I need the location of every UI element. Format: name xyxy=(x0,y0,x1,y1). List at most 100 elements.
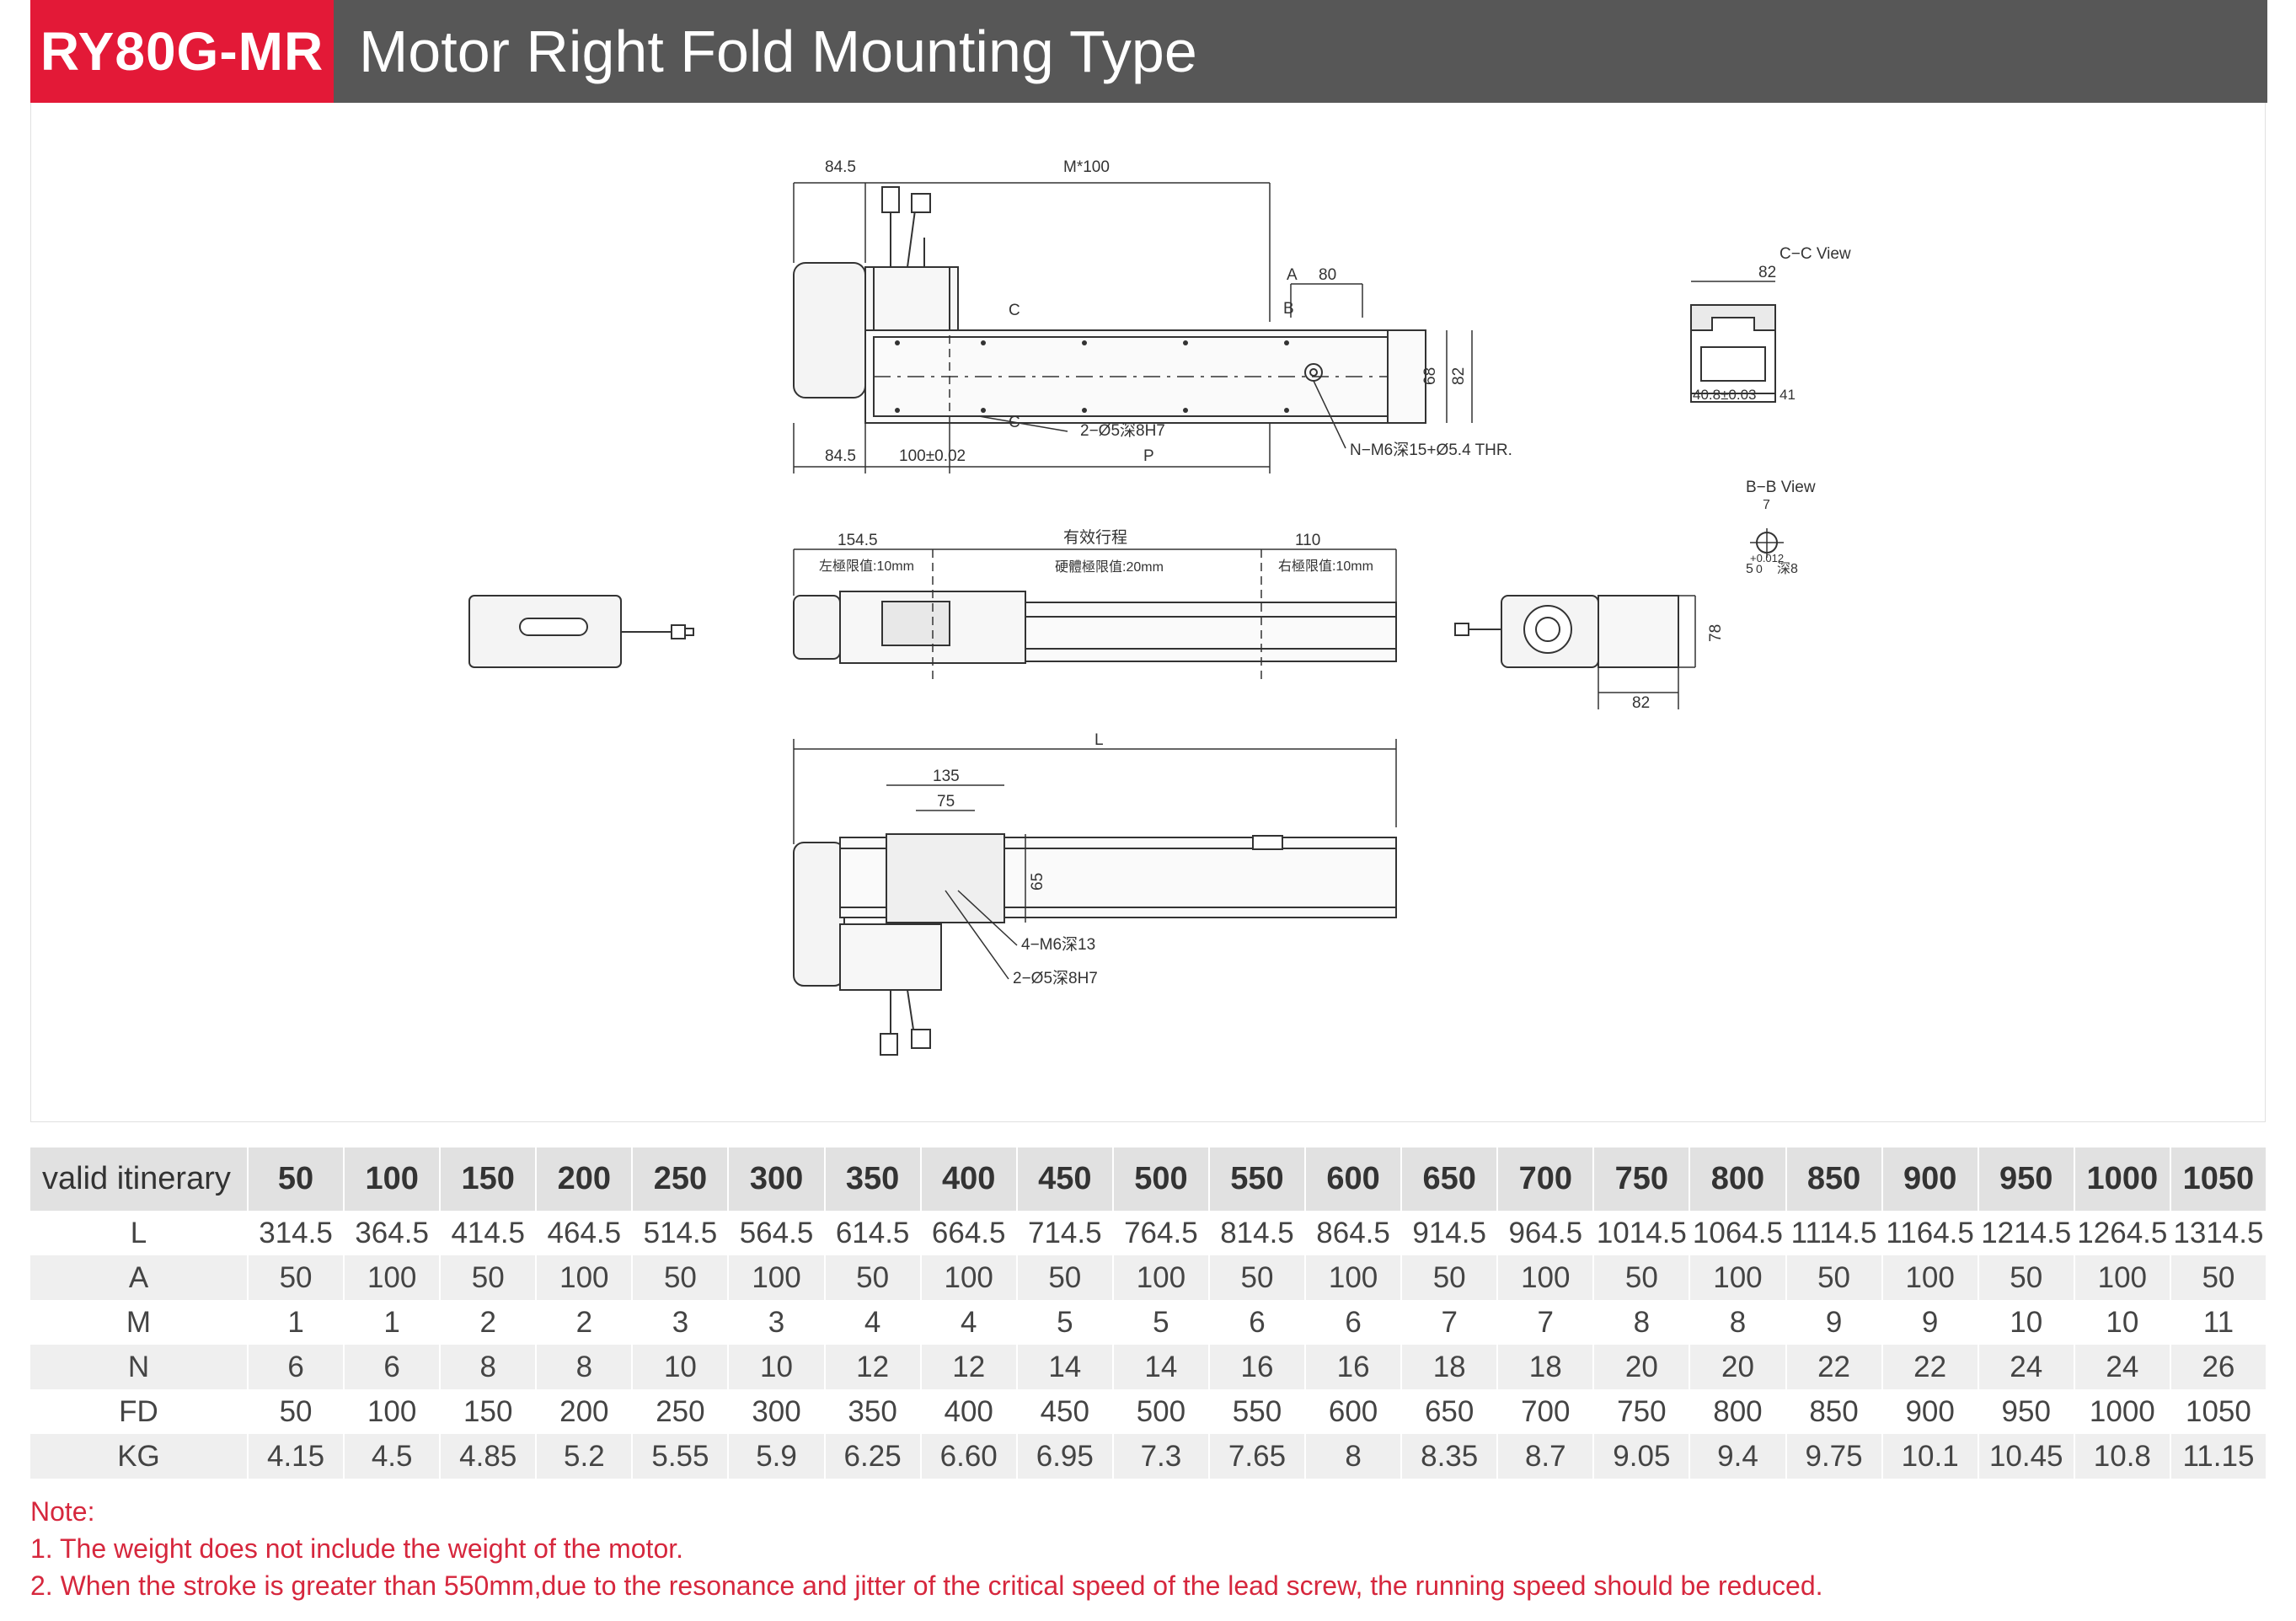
table-cell: 100 xyxy=(344,1389,442,1434)
technical-drawing: 84.5 M*100 A 80 B C C 68 82 2−Ø5深8H7 N−M… xyxy=(30,103,2266,1122)
table-cell: 814.5 xyxy=(1208,1211,1307,1255)
table-cell: 864.5 xyxy=(1305,1211,1403,1255)
table-cell: 5.55 xyxy=(632,1434,730,1479)
column-header: 1050 xyxy=(2170,1148,2268,1211)
table-cell: 514.5 xyxy=(632,1211,730,1255)
table-cell: 1214.5 xyxy=(1978,1211,2075,1255)
table-cell: 100 xyxy=(1305,1255,1403,1300)
table-cell: 50 xyxy=(1978,1255,2075,1300)
table-cell: 1314.5 xyxy=(2170,1211,2268,1255)
row-label: KG xyxy=(30,1434,249,1479)
row-label: FD xyxy=(30,1389,249,1434)
table-cell: 50 xyxy=(1401,1255,1499,1300)
left-end-view xyxy=(468,595,694,668)
table-cell: 20 xyxy=(1689,1345,1787,1389)
bb-view xyxy=(1750,528,1784,558)
column-header: 100 xyxy=(344,1148,442,1211)
bottom-dim-135: 135 xyxy=(933,768,960,785)
table-cell: 11.15 xyxy=(2170,1434,2268,1479)
table-cell: 1164.5 xyxy=(1881,1211,1979,1255)
table-cell: 400 xyxy=(920,1389,1018,1434)
table-cell: 10.45 xyxy=(1978,1434,2075,1479)
column-header: 150 xyxy=(440,1148,538,1211)
table-cell: 764.5 xyxy=(1112,1211,1210,1255)
table-cell: 6.60 xyxy=(920,1434,1018,1479)
table-cell: 7 xyxy=(1497,1300,1595,1345)
table-cell: 9.75 xyxy=(1785,1434,1883,1479)
table-cell: 9.05 xyxy=(1593,1434,1691,1479)
table-cell: 750 xyxy=(1593,1389,1691,1434)
table-cell: 22 xyxy=(1785,1345,1883,1389)
column-header: 300 xyxy=(728,1148,826,1211)
table-cell: 100 xyxy=(344,1255,442,1300)
dim-p: P xyxy=(1143,447,1154,465)
table-cell: 7.65 xyxy=(1208,1434,1307,1479)
table-cell: 1264.5 xyxy=(2074,1211,2171,1255)
title-bar: RY80G-MR Motor Right Fold Mounting Type xyxy=(30,0,2267,103)
table-cell: 26 xyxy=(2170,1345,2268,1389)
table-cell: 8.7 xyxy=(1497,1434,1595,1479)
table-cell: 6 xyxy=(248,1345,345,1389)
drawing-svg: 84.5 M*100 A 80 B C C 68 82 2−Ø5深8H7 N−M… xyxy=(468,158,1851,1056)
table-cell: 564.5 xyxy=(728,1211,826,1255)
page-title: Motor Right Fold Mounting Type xyxy=(359,19,1197,84)
table-cell: 900 xyxy=(1881,1389,1979,1434)
table-cell: 14 xyxy=(1016,1345,1114,1389)
dim-82: 82 xyxy=(1450,367,1468,385)
column-header: 200 xyxy=(536,1148,634,1211)
table-cell: 10.8 xyxy=(2074,1434,2171,1479)
table-cell: 5.9 xyxy=(728,1434,826,1479)
table-cell: 4.85 xyxy=(440,1434,538,1479)
column-header: 800 xyxy=(1689,1148,1787,1211)
column-header: 450 xyxy=(1016,1148,1114,1211)
side-dim-right: 110 xyxy=(1295,532,1320,549)
table-cell: 1014.5 xyxy=(1593,1211,1691,1255)
column-header: 700 xyxy=(1497,1148,1595,1211)
table-cell: 3 xyxy=(632,1300,730,1345)
table-cell: 6 xyxy=(344,1345,442,1389)
table-cell: 12 xyxy=(920,1345,1018,1389)
cc-view-title: C−C View xyxy=(1780,245,1851,263)
table-cell: 364.5 xyxy=(344,1211,442,1255)
column-header: 600 xyxy=(1305,1148,1403,1211)
table-cell: 8 xyxy=(1305,1434,1403,1479)
table-cell: 100 xyxy=(2074,1255,2171,1300)
table-cell: 50 xyxy=(1208,1255,1307,1300)
label-c-bottom: C xyxy=(1009,414,1020,431)
table-cell: 16 xyxy=(1208,1345,1307,1389)
note-item-1: 1. The weight does not include the weigh… xyxy=(30,1533,684,1564)
table-cell: 614.5 xyxy=(824,1211,922,1255)
thread-note: N−M6深15+Ø5.4 THR. xyxy=(1350,441,1512,459)
bottom-dim-75: 75 xyxy=(937,793,955,810)
table-cell: 100 xyxy=(1112,1255,1210,1300)
right-end-view xyxy=(1454,595,1696,709)
column-header: 1000 xyxy=(2074,1148,2171,1211)
row-label: A xyxy=(30,1255,249,1300)
table-cell: 10 xyxy=(632,1345,730,1389)
table-cell: 914.5 xyxy=(1401,1211,1499,1255)
table-cell: 100 xyxy=(1881,1255,1979,1300)
table-cell: 18 xyxy=(1401,1345,1499,1389)
bottom-view xyxy=(793,739,1397,1056)
column-header: 400 xyxy=(920,1148,1018,1211)
table-cell: 7 xyxy=(1401,1300,1499,1345)
table-cell: 2 xyxy=(536,1300,634,1345)
table-cell: 950 xyxy=(1978,1389,2075,1434)
table-cell: 50 xyxy=(440,1255,538,1300)
cc-dim-41: 41 xyxy=(1780,387,1796,403)
table-cell: 850 xyxy=(1785,1389,1883,1434)
table-cell: 450 xyxy=(1016,1389,1114,1434)
bottom-hole-note-1: 4−M6深13 xyxy=(1021,935,1095,954)
table-cell: 414.5 xyxy=(440,1211,538,1255)
table-cell: 4 xyxy=(824,1300,922,1345)
column-header: 350 xyxy=(824,1148,922,1211)
side-note-mid: 硬體極限值:20mm xyxy=(1055,559,1164,575)
label-a: A xyxy=(1287,266,1298,284)
table-cell: 8 xyxy=(536,1345,634,1389)
table-cell: 550 xyxy=(1208,1389,1307,1434)
table-cell: 700 xyxy=(1497,1389,1595,1434)
table-cell: 50 xyxy=(1016,1255,1114,1300)
